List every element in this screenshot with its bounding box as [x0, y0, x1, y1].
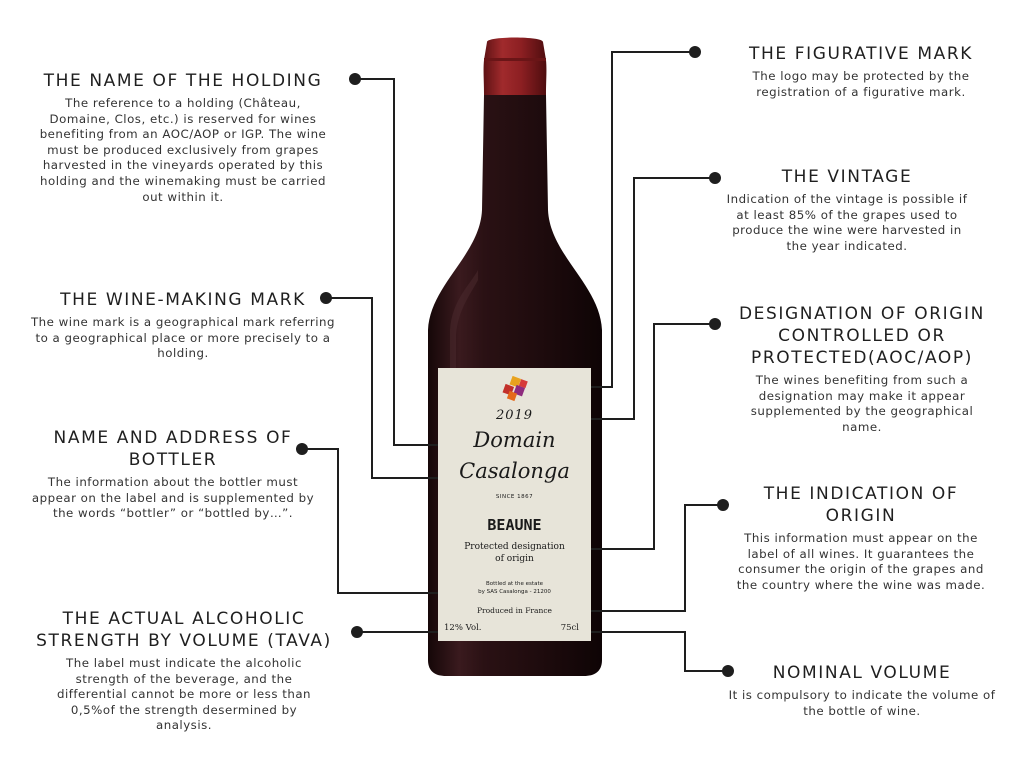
callout-title: THE WINE-MAKING MARK	[60, 290, 306, 310]
callout-title: THE ACTUAL ALCOHOLIC STRENGTH BY VOLUME …	[36, 609, 332, 651]
capsule-ring	[484, 58, 546, 61]
label-since: SINCE 1867	[495, 494, 534, 500]
callout-text: The information about the bottler must a…	[31, 475, 315, 521]
callout-text: The label must indicate the alcoholic st…	[56, 656, 312, 733]
callout-vintage: THE VINTAGE Indication of the vintage is…	[722, 166, 972, 254]
label-produced: Produced in France	[477, 606, 552, 615]
label-domain-line2: Casalonga	[459, 459, 570, 483]
callout-title: NOMINAL VOLUME	[772, 663, 952, 683]
connector-dots	[296, 46, 734, 677]
label-pdo-line1: Protected designation	[464, 542, 565, 552]
figurative-logo-icon	[502, 376, 528, 402]
callout-title: NAME AND ADDRESS OF BOTTLER	[53, 428, 293, 470]
callout-figurative-mark: THE FIGURATIVE MARK The logo may be prot…	[722, 43, 1000, 100]
label-domain-line1: Domain	[473, 428, 556, 452]
label-bottled-line1: Bottled at the estate	[486, 581, 543, 587]
label-pdo-line2: of origin	[495, 554, 534, 564]
callout-holding-name: THE NAME OF THE HOLDING The reference to…	[18, 70, 348, 205]
callout-text: Indication of the vintage is possible if…	[726, 192, 968, 253]
callout-designation-of-origin: DESIGNATION OF ORIGIN CONTROLLED OR PROT…	[722, 303, 1002, 435]
label-alcohol: 12% Vol.	[444, 623, 482, 633]
callout-title: THE INDICATION OF ORIGIN	[763, 484, 959, 526]
label-bottled-line2: by SAS Casalonga - 21200	[478, 589, 551, 595]
callout-nominal-volume: NOMINAL VOLUME It is compulsory to indic…	[722, 662, 1002, 719]
label-volume: 75cl	[560, 623, 579, 633]
callout-text: It is compulsory to indicate the volume …	[728, 688, 996, 718]
callout-text: The reference to a holding (Château, Dom…	[39, 96, 327, 204]
callout-text: This information must appear on the labe…	[736, 531, 986, 592]
callout-tava: THE ACTUAL ALCOHOLIC STRENGTH BY VOLUME …	[14, 608, 354, 734]
callout-text: The logo may be protected by the registr…	[752, 69, 970, 99]
label-bottled: Bottled at the estate by SAS Casalonga -…	[438, 580, 591, 596]
wine-label: 2019 Domain Casalonga SINCE 1867 BEAUNE …	[438, 368, 591, 641]
callout-title: THE FIGURATIVE MARK	[749, 44, 973, 64]
callout-title: THE VINTAGE	[781, 167, 913, 187]
callout-text: The wine mark is a geographical mark ref…	[30, 315, 336, 361]
callout-title: DESIGNATION OF ORIGIN CONTROLLED OR PROT…	[738, 304, 985, 368]
bottle-capsule	[483, 37, 547, 95]
callout-bottler: NAME AND ADDRESS OF BOTTLER The informat…	[18, 427, 328, 522]
callout-title: THE NAME OF THE HOLDING	[43, 71, 323, 91]
label-appellation: BEAUNE	[487, 516, 542, 534]
callout-wine-making-mark: THE WINE-MAKING MARK The wine mark is a …	[18, 289, 348, 362]
label-vintage: 2019	[495, 408, 534, 423]
label-pdo: Protected designation of origin	[438, 541, 591, 565]
callout-text: The wines benefiting from such a designa…	[750, 373, 974, 434]
callout-indication-of-origin: THE INDICATION OF ORIGIN This informatio…	[730, 483, 992, 593]
